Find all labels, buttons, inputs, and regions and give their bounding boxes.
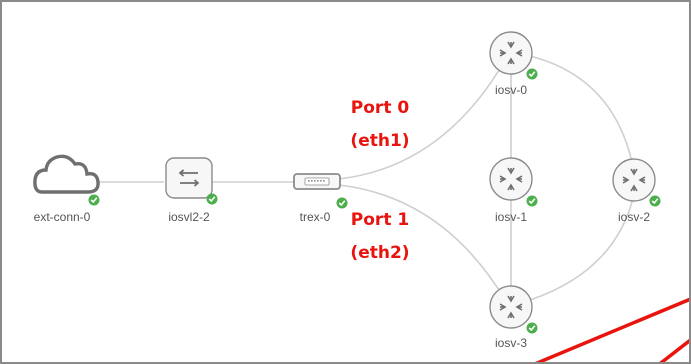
- link-iosv-2-iosv-3[interactable]: [529, 201, 633, 301]
- checkmark-icon: [528, 71, 536, 78]
- checkmark-icon: [90, 197, 98, 204]
- node-label: iosvl2-2: [168, 210, 210, 224]
- node-iosv-2[interactable]: iosv-2: [612, 158, 661, 224]
- switch-arrows-icon: [178, 169, 200, 187]
- node-label: trex-0: [300, 210, 331, 224]
- port0-interface-label: (eth1): [350, 131, 409, 151]
- node-label: iosv-2: [618, 210, 650, 224]
- checkmark-icon: [528, 198, 536, 205]
- node-ext-conn-0[interactable]: ext-conn-0: [33, 154, 100, 224]
- node-label: iosv-0: [495, 83, 527, 97]
- router-arrows-icon: [499, 41, 523, 65]
- router-body: [489, 157, 533, 201]
- node-iosv-1[interactable]: iosv-1: [489, 157, 538, 224]
- port1-label: Port 1: [351, 210, 409, 230]
- checkmark-icon: [208, 196, 216, 203]
- links-layer: [67, 55, 633, 301]
- router-arrows-icon: [622, 168, 646, 192]
- link-iosv-0-iosv-2[interactable]: [529, 55, 633, 163]
- switch-body: [165, 157, 213, 199]
- router-body: [489, 285, 533, 329]
- checkmark-icon: [528, 325, 536, 332]
- router-body: [612, 158, 656, 202]
- link-trex-0-iosv-0[interactable]: [338, 61, 505, 180]
- node-label: iosv-1: [495, 210, 527, 224]
- port1-interface-label: (eth2): [350, 243, 409, 263]
- port0-label: Port 0: [351, 98, 410, 118]
- router-arrows-icon: [499, 167, 523, 191]
- router-arrows-icon: [499, 295, 523, 319]
- checkmark-icon: [651, 198, 659, 205]
- checkmark-icon: [338, 200, 346, 207]
- node-label: iosv-3: [495, 336, 527, 350]
- link-trex-0-iosv-3[interactable]: [338, 184, 505, 299]
- callout-lines: [535, 297, 689, 362]
- router-body: [489, 31, 533, 75]
- cloud-icon: [33, 154, 100, 194]
- node-iosv-0[interactable]: iosv-0: [489, 31, 538, 97]
- server-icon: [308, 180, 325, 182]
- node-label: ext-conn-0: [34, 210, 91, 224]
- callout-line: [535, 297, 689, 362]
- node-trex-0[interactable]: trex-0: [293, 173, 348, 224]
- callout-line: [659, 338, 689, 362]
- node-iosvl2-2[interactable]: iosvl2-2: [165, 157, 218, 224]
- node-iosv-3[interactable]: iosv-3: [489, 285, 538, 350]
